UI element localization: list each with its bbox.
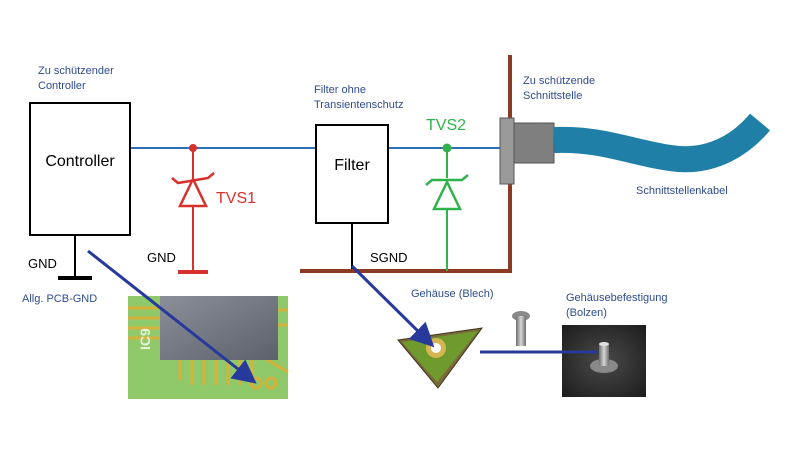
controller-caption-line2: Controller — [38, 80, 86, 92]
sgnd-label: SGND — [370, 250, 408, 265]
mount-photo — [562, 325, 646, 397]
tvs2-diode — [425, 143, 469, 271]
housing-photo — [397, 327, 484, 389]
housing-label: Gehäuse (Blech) — [411, 288, 494, 300]
tvs1-label: TVS1 — [216, 190, 256, 207]
gnd-left-label: GND — [28, 256, 57, 271]
controller-box — [29, 102, 131, 236]
interface-caption-line2: Schnittstelle — [523, 90, 582, 102]
connector-plug — [499, 117, 555, 185]
filter-box-label: Filter — [334, 157, 370, 174]
chip-marking: IC9 — [137, 328, 153, 350]
filter-box — [315, 124, 389, 224]
pcb-gnd-label: Allg. PCB-GND — [22, 293, 97, 305]
pcb-photo: IC9 — [128, 296, 289, 399]
mount-caption-line2: (Bolzen) — [566, 307, 607, 319]
tvs2-label: TVS2 — [426, 117, 466, 134]
mount-caption-line1: Gehäusebefestigung — [566, 292, 668, 304]
controller-caption-line1: Zu schützender — [38, 65, 114, 77]
screw-photo — [512, 311, 530, 346]
arrow-controller-to-pcb — [87, 249, 257, 384]
interface-cable — [553, 113, 770, 173]
arrow-filter-to-housing — [350, 264, 435, 348]
interface-caption-line1: Zu schützende — [523, 75, 595, 87]
tvs1-diode — [171, 144, 215, 274]
filter-caption-line1: Filter ohne — [314, 84, 366, 96]
cable-label: Schnittstellenkabel — [636, 185, 728, 197]
filter-caption-line2: Transientenschutz — [314, 99, 403, 111]
gnd-tvs1-label: GND — [147, 250, 176, 265]
controller-box-label: Controller — [45, 153, 115, 170]
